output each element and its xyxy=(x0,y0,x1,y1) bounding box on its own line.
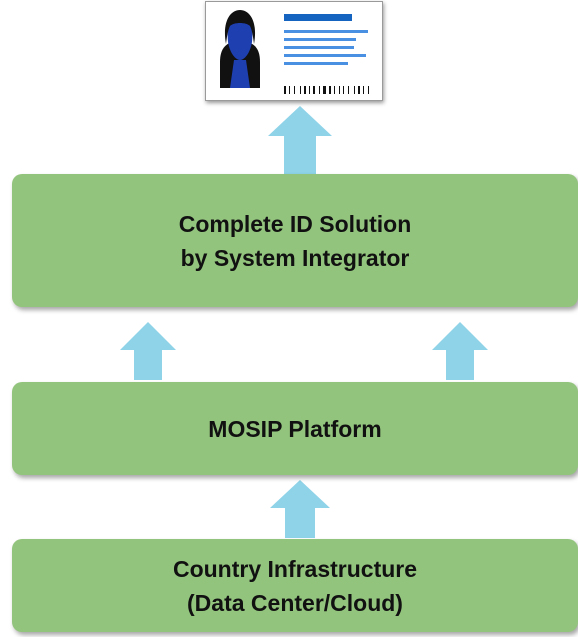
complete-id-solution-line-2: by System Integrator xyxy=(180,244,410,271)
country-infrastructure-line-2: (Data Center/Cloud) xyxy=(187,589,403,616)
card-text-lines xyxy=(284,14,368,65)
country-infrastructure-line-1: Country Infrastructure xyxy=(172,555,418,582)
id-card-icon xyxy=(205,1,383,101)
country-infrastructure-box: Country Infrastructure (Data Center/Clou… xyxy=(12,539,578,632)
id-card-graphic xyxy=(220,10,369,94)
barcode-icon xyxy=(284,86,369,94)
complete-id-solution-box: Complete ID Solution by System Integrato… xyxy=(12,174,578,307)
up-arrow-left xyxy=(120,322,176,380)
mosip-platform-label: MOSIP Platform xyxy=(208,415,382,442)
up-arrow-top xyxy=(268,106,332,174)
complete-id-solution-line-1: Complete ID Solution xyxy=(178,210,412,237)
person-portrait-icon xyxy=(220,10,260,88)
up-arrow-right xyxy=(432,322,488,380)
up-arrow-bottom xyxy=(270,480,330,538)
mosip-platform-box: MOSIP Platform xyxy=(12,382,578,475)
